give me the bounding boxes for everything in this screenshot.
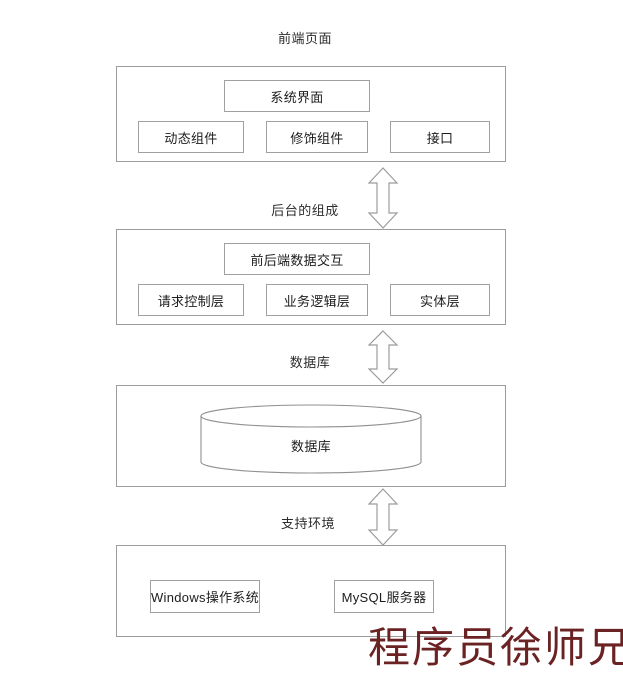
node-interface[interactable]: 接口 [390, 121, 490, 153]
node-data-interaction[interactable]: 前后端数据交互 [224, 243, 370, 275]
node-business-logic-layer[interactable]: 业务逻辑层 [266, 284, 368, 316]
section-label-database: 数据库 [289, 355, 331, 370]
connector-frontend-backend-icon [367, 167, 399, 229]
connector-database-environment-icon [367, 488, 399, 546]
node-entity-layer[interactable]: 实体层 [390, 284, 490, 316]
database-cylinder-label: 数据库 [291, 439, 331, 454]
watermark-text: 程序员徐师兄 [368, 623, 623, 672]
node-request-control-layer[interactable]: 请求控制层 [138, 284, 244, 316]
node-windows-os[interactable]: Windows操作系统 [150, 580, 260, 613]
node-system-interface[interactable]: 系统界面 [224, 80, 370, 112]
section-label-backend: 后台的组成 [271, 203, 339, 218]
node-dynamic-component[interactable]: 动态组件 [138, 121, 244, 153]
node-mysql-server[interactable]: MySQL服务器 [334, 580, 434, 613]
section-label-environment: 支持环境 [280, 516, 335, 531]
connector-backend-database-icon [367, 330, 399, 384]
node-decoration-component[interactable]: 修饰组件 [266, 121, 368, 153]
database-cylinder[interactable]: 数据库 [200, 404, 422, 474]
section-label-frontend: 前端页面 [277, 31, 332, 46]
